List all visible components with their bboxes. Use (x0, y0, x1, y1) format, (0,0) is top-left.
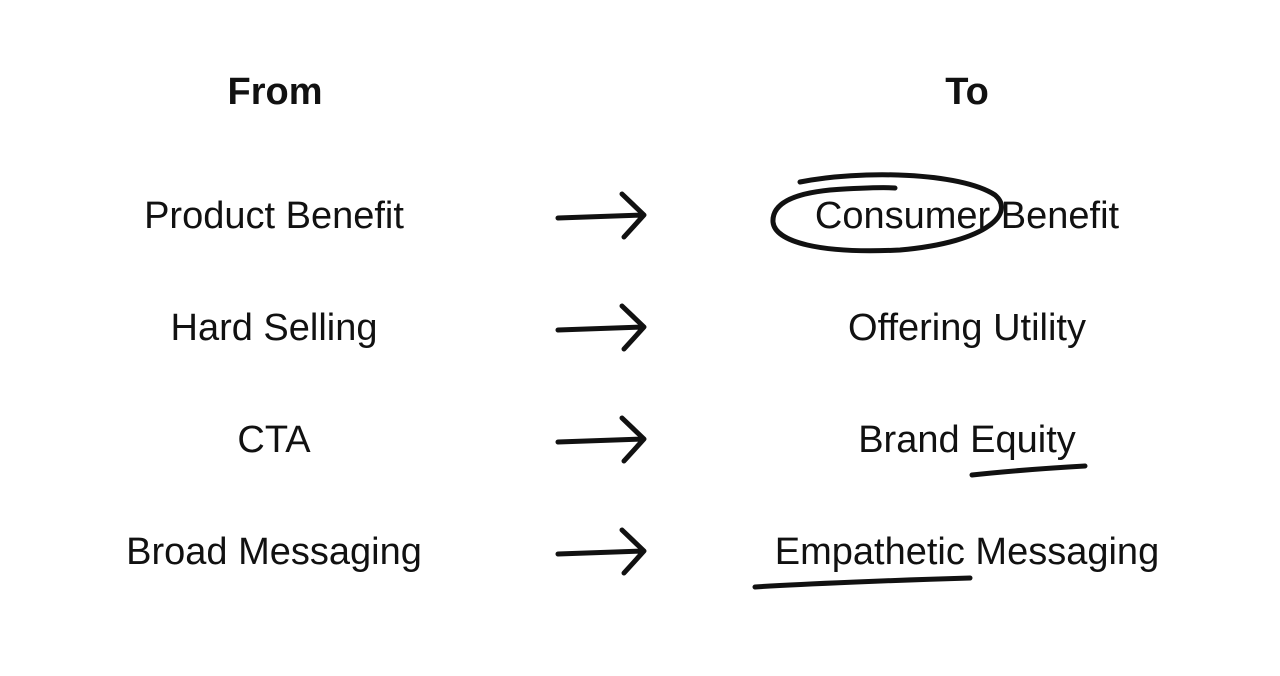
from-item: Broad Messaging (126, 531, 422, 573)
to-item-rest: Messaging (964, 531, 1160, 573)
from-item: CTA (237, 419, 311, 461)
from-item: Product Benefit (144, 195, 404, 237)
to-item-plain: Brand (858, 419, 971, 461)
from-item: Hard Selling (170, 307, 378, 349)
to-item-marked-word: Empathetic (774, 531, 965, 573)
underline-mark (969, 463, 1088, 478)
to-item: Consumer Benefit (717, 192, 1217, 240)
to-item-marked-word: Equity (970, 419, 1076, 461)
header-to: To (945, 71, 989, 113)
to-item-rest: Benefit (990, 195, 1120, 237)
to-item: Empathetic Messaging (717, 528, 1217, 576)
right-arrow-icon (552, 412, 652, 466)
to-item: Offering Utility (848, 307, 1086, 349)
header-from: From (227, 71, 323, 113)
to-item: Brand Equity (717, 416, 1217, 464)
right-arrow-icon (552, 300, 652, 354)
right-arrow-icon (552, 188, 652, 242)
underline-mark (752, 575, 973, 590)
right-arrow-icon (552, 524, 652, 578)
to-item-marked-word: Consumer (814, 195, 991, 237)
